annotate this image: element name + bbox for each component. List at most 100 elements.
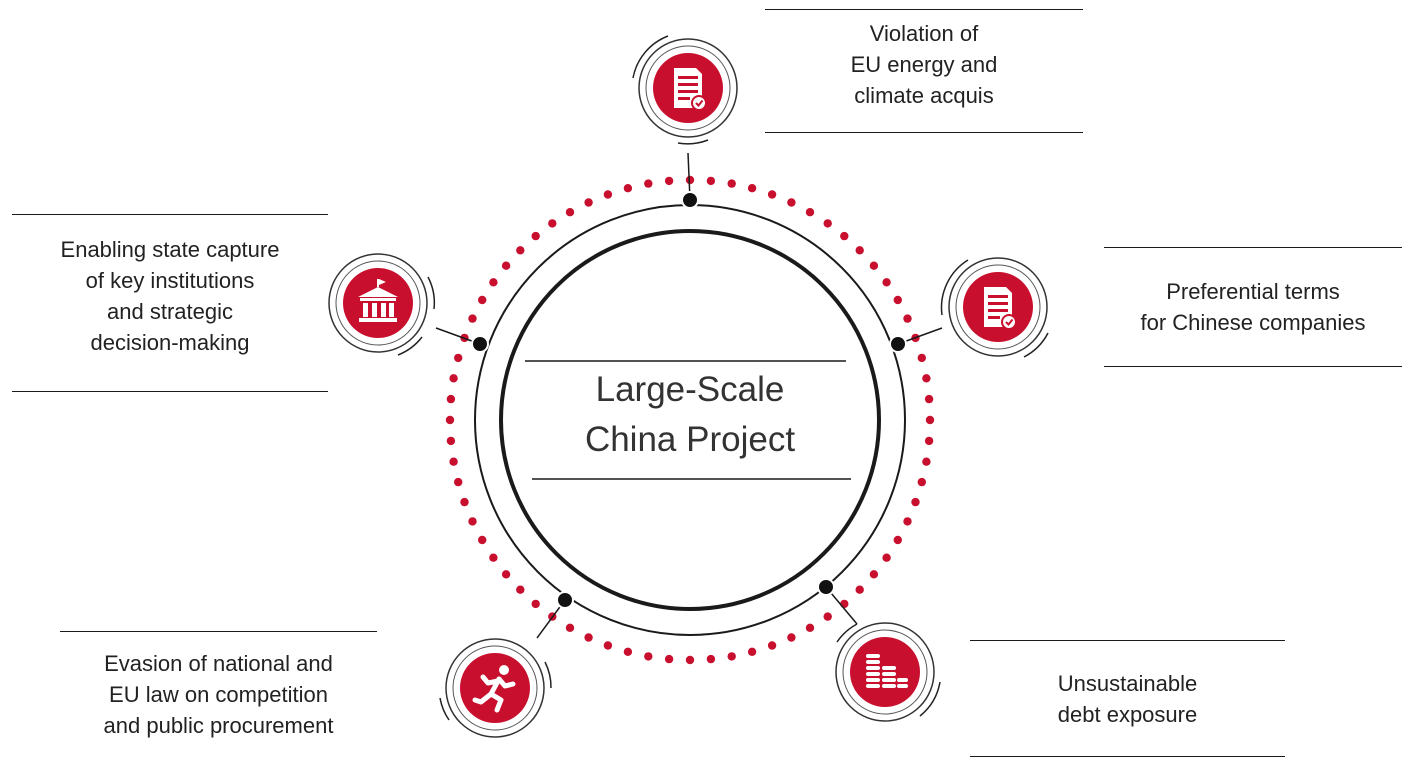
label-left-rule-upper [12,214,328,215]
ring-dot [446,436,456,446]
ring-dot [478,295,487,305]
ring-dot [840,599,849,609]
ring-dot [460,497,469,507]
ring-dot [531,231,540,241]
ring-dot [664,176,674,186]
ring-dot [548,219,557,228]
node-top-label: Violation of EU energy and climate acqui… [850,21,998,108]
ring-dot [893,295,902,305]
ring-dot [565,208,575,217]
ring-dot [882,553,891,562]
ring-dot [468,314,477,323]
ring-dot [805,623,815,632]
node-left-label: Enabling state capture of key institutio… [60,237,280,355]
dotted-ring [445,175,935,665]
running-person-icon [472,665,516,713]
ring-dot [911,497,920,507]
label-right-rule-upper [1104,247,1402,248]
government-building-icon [358,279,398,322]
node-bottom-right-label: Unsustainable debt exposure [1057,671,1198,727]
ring-dot [823,219,832,228]
ring-dot [805,208,815,217]
ring-dot [767,190,777,199]
ring-dot [787,633,796,642]
label-right-rule-lower [1104,366,1402,367]
ring-dot [489,553,498,562]
label-bottom-left-rule-upper [60,631,377,632]
ring-dot [489,278,498,287]
label-left-rule-lower [12,391,328,392]
ring-dot [501,261,511,270]
ring-dot [924,394,934,404]
ring-dot [706,176,716,186]
ring-dot [644,179,653,188]
junction-dot-bottom-left [556,591,574,609]
center-title: Large-Scale China Project [584,370,796,459]
node-bottom-right-badge [835,622,941,722]
node-top-badge [632,35,738,145]
ring-dot [644,652,653,661]
ring-dot [823,612,832,621]
ring-dot [584,633,593,642]
label-top-rule-upper [765,9,1083,10]
ring-dot [727,179,736,188]
ring-dot [747,647,757,656]
node-bottom-left-label: Evasion of national and EU law on compet… [103,651,334,738]
ring-dot [565,623,575,632]
document-check-icon [674,68,707,111]
ring-dot [449,374,458,383]
ring-dot [855,585,864,594]
ring-dot [516,585,525,594]
ring-dot [664,654,674,664]
label-bottom-right-rule-upper [970,640,1285,641]
node-bottom-left-badge [439,638,552,738]
ring-dot [925,415,935,425]
ring-dot [727,652,736,661]
ring-dot [584,198,593,207]
coin-stacks-icon [866,654,908,688]
label-top-rule-lower [765,132,1083,133]
ring-dot [882,278,891,287]
ring-dot [478,535,487,545]
ring-dot [454,353,463,363]
ring-dot [922,374,931,383]
ring-dot [445,415,455,425]
label-bottom-right-rule-lower [970,756,1285,757]
ring-dot [893,535,902,545]
junction-dot-top [681,191,699,209]
node-right-label: Preferential terms for Chinese companies [1140,279,1366,335]
junction-dot-bottom-right [817,578,835,596]
ring-dot [706,654,716,664]
ring-dot [917,353,926,363]
ring-dot [446,394,456,404]
ring-dot [501,570,511,579]
ring-dot [623,647,633,656]
ring-dot [449,457,458,466]
ring-dot [603,190,613,199]
ring-dot [840,231,849,241]
node-right-badge [940,257,1049,358]
junction-dot-left [471,335,489,353]
ring-dot [903,314,912,323]
ring-dot [869,261,879,270]
ring-dot [454,477,463,487]
ring-dot [855,246,864,255]
ring-dot [623,184,633,193]
ring-dot [869,570,879,579]
ring-dot [603,641,613,650]
ring-dot [787,198,796,207]
ring-dot [468,517,477,526]
ring-dot [685,655,695,665]
document-check-icon [984,287,1017,330]
ring-dot [917,477,926,487]
ring-dot [922,457,931,466]
ring-dot [767,641,777,650]
ring-dot [747,184,757,193]
inner-ring [499,229,881,611]
ring-dot [903,517,912,526]
ring-dot [924,436,934,446]
ring-dot [685,175,695,185]
node-left-badge [328,253,436,356]
junction-dot-right [889,335,907,353]
